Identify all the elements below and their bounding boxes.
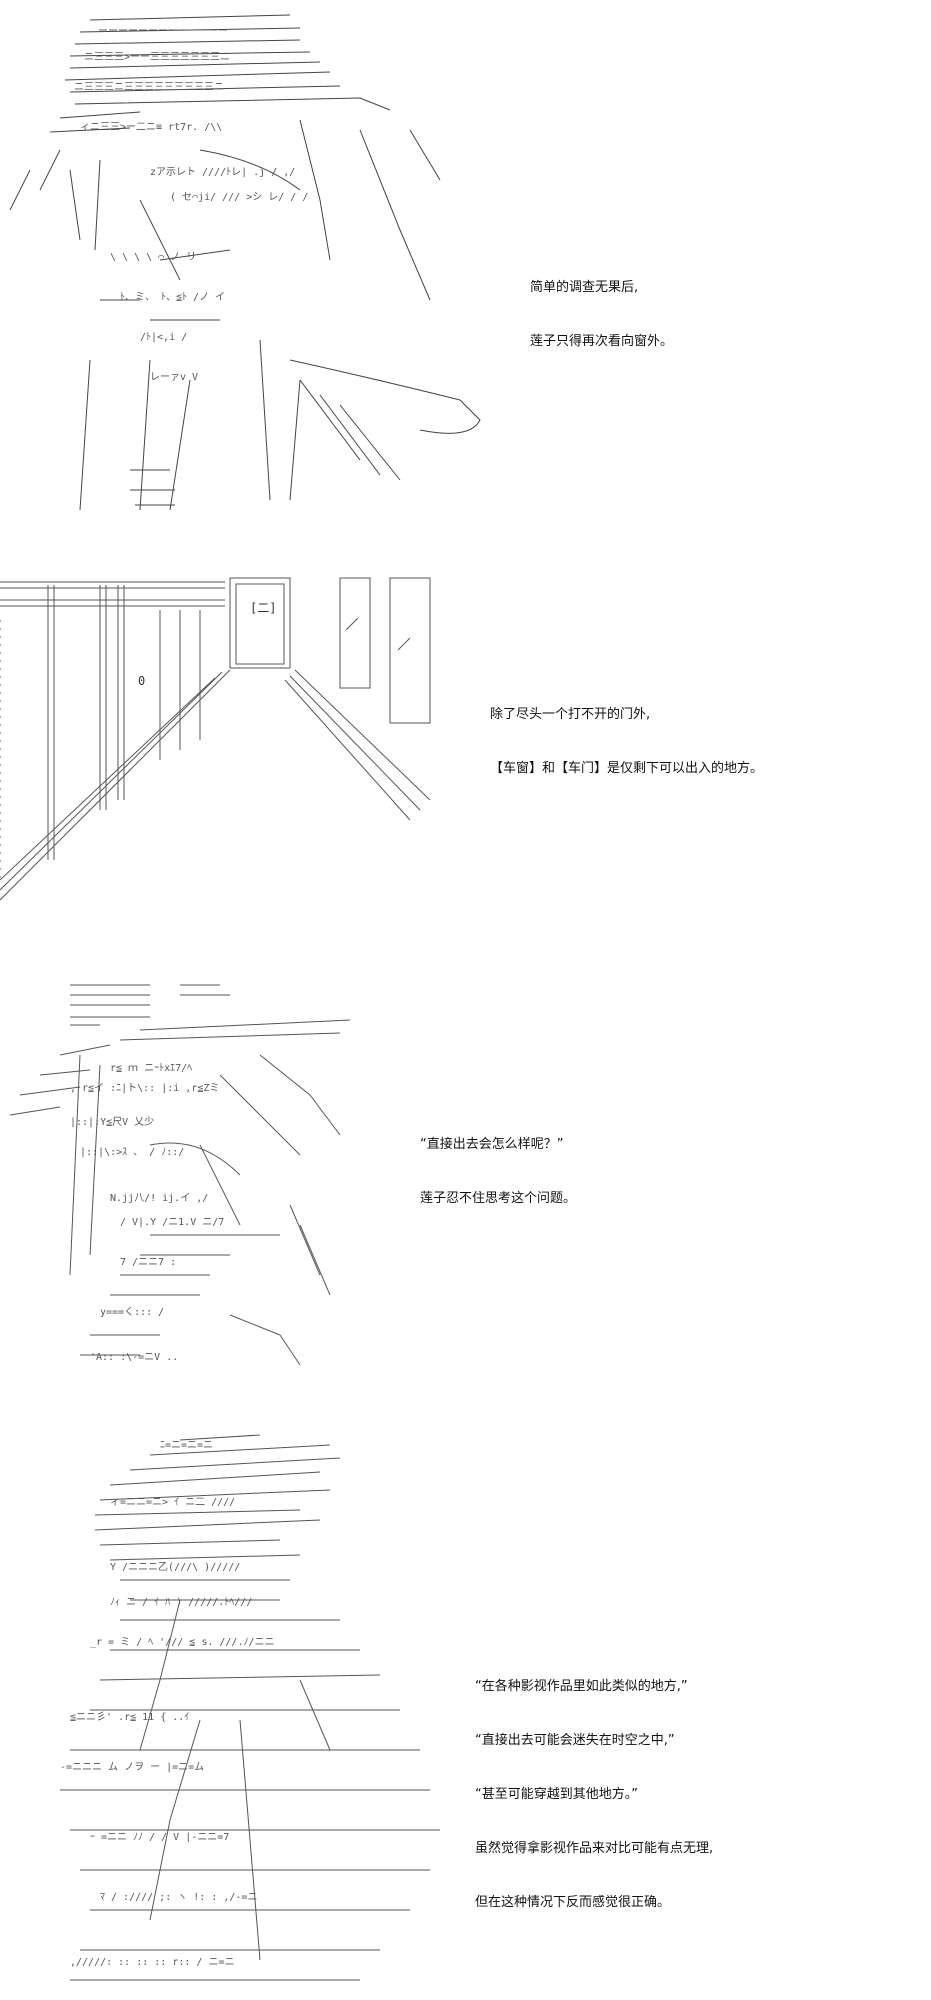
svg-text:zア示レト ////ﾄレ| .j / ,/: zア示レト ////ﾄレ| .j / ,/ <box>150 167 295 178</box>
svg-text:ニ三三三ニ三三三三三三三三三ニ: ニ三三三ニ三三三三三三三三三ニ <box>74 82 224 93</box>
ascii-art-figure-hat: ﾆ=ニ=ニ=ニ ィ=ニニ=ニ> ｲ ニ二 //// Y /ニニニ乙(///\ )… <box>60 1434 440 1981</box>
svg-text:|::|:Y≦尺V 乂少: |::|:Y≦尺V 乂少 <box>70 1116 154 1128</box>
caption-line: 【车窗】和【车门】是仅剩下可以出入的地方。 <box>490 761 764 776</box>
svg-text:'A:: :\-=ニV ..: 'A:: :\-=ニV .. <box>90 1352 178 1363</box>
digit-mark: 0 <box>138 674 145 688</box>
panel-2: [二] 0 除了尽头一个打不开的门外, 【车窗】和【车门】是仅剩下可以出入的地方… <box>0 560 931 940</box>
caption-line: 虽然觉得拿影视作品来对比可能有点无理, <box>475 1841 714 1856</box>
svg-text:( セ⌒ji/ /// >シ レ/ / /: ( セ⌒ji/ /// >シ レ/ / / <box>170 191 308 203</box>
panel-3: r≦ ｍ ニｰﾄxｴ7/ﾍ , r≦イ :ﾆ|ト\:: |:i ,r≦Zミ |:… <box>0 975 931 1395</box>
svg-text:_r = ミ / ﾍ '/// ≦ s. ///.ﾉ/ニ: _r = ミ / ﾍ '/// ≦ s. ///.ﾉ/ニニ <box>90 1637 275 1648</box>
caption-panel-2: 除了尽头一个打不开的门外, 【车窗】和【车门】是仅剩下可以出入的地方。 <box>490 670 763 814</box>
ascii-art-figure-looking: ーーーーーーーーーーーーー ニ三三三>ーー三三三三三三三ニ ニ三三三ニ三三三三三… <box>9 14 481 511</box>
svg-text:-=ニニニ ム ノヲ ー |=ニ=ム: -=ニニニ ム ノヲ ー |=ニ=ム <box>60 1761 204 1773</box>
svg-text:\ \ \ \ ⌒ ノ リ: \ \ \ \ ⌒ ノ リ <box>110 252 196 263</box>
caption-line: “直接出去会怎么样呢？” <box>420 1137 564 1152</box>
caption-line: “直接出去可能会迷失在时空之中,” <box>475 1733 675 1748</box>
caption-line: 但在这种情况下反而感觉很正确。 <box>475 1895 671 1910</box>
caption-line: 莲子忍不住思考这个问题。 <box>420 1191 577 1206</box>
svg-text:N.jj八/! ij.イ ,/: N.jj八/! ij.イ ,/ <box>110 1193 208 1204</box>
caption-panel-4: “在各种影视作品里如此类似的地方,” “直接出去可能会迷失在时空之中,” “甚至… <box>475 1642 713 1948</box>
svg-text:y===く::: /: y===く::: / <box>100 1307 164 1318</box>
svg-text:ィ=ニニ=ニ> ｲ ニ二 ////: ィ=ニニ=ニ> ｲ ニ二 //// <box>110 1497 235 1508</box>
svg-text:ﾏ / ://// ;: ヽ !: : ,/-=ニ: ﾏ / ://// ;: ヽ !: : ,/-=ニ <box>100 1892 257 1903</box>
caption-line: “在各种影视作品里如此类似的地方,” <box>475 1679 688 1694</box>
panel-1: ーーーーーーーーーーーーー ニ三三三>ーー三三三三三三三ニ ニ三三三ニ三三三三三… <box>0 0 931 520</box>
svg-text:r≦ ｍ ニｰﾄxｴ7/ﾍ: r≦ ｍ ニｰﾄxｴ7/ﾍ <box>110 1063 192 1074</box>
caption-panel-1: 简单的调查无果后, 莲子只得再次看向窗外。 <box>530 243 673 387</box>
svg-text:ﾉｨ ニ / ｲ ﾊ ) /////.ﾄﾍ///: ﾉｨ ニ / ｲ ﾊ ) /////.ﾄﾍ/// <box>110 1597 252 1608</box>
svg-text:, r≦イ :ﾆ|ト\:: |:i ,r≦Zミ: , r≦イ :ﾆ|ト\:: |:i ,r≦Zミ <box>70 1083 219 1094</box>
svg-text:/ V|.Y /ニ1.V ニ/7: / V|.Y /ニ1.V ニ/7 <box>120 1217 224 1228</box>
svg-text:ｰ =ニニ ﾉﾉ / / V |-ニニ=7: ｰ =ニニ ﾉﾉ / / V |-ニニ=7 <box>90 1832 229 1843</box>
ascii-art-train-corridor: [二] 0 <box>0 577 431 901</box>
svg-text:ニ三三三>ーー三三三三三三三ニ: ニ三三三>ーー三三三三三三三ニ <box>84 52 230 63</box>
svg-text:/ﾄ|<,i /: /ﾄ|<,i / <box>140 332 187 343</box>
svg-text:ﾄ、ミ、 ﾄ、≦ﾄ /ノ イ: ﾄ、ミ、 ﾄ、≦ﾄ /ノ イ <box>120 292 225 303</box>
caption-line: 除了尽头一个打不开的门外, <box>490 707 651 722</box>
svg-text:ーーーーーーーーーーーーー: ーーーーーーーーーーーーー <box>98 26 228 37</box>
door-sign: [二] <box>250 601 276 615</box>
svg-text:ﾆ=ニ=ニ=ニ: ﾆ=ニ=ニ=ニ <box>160 1440 213 1451</box>
svg-text:7 /ニニ7 :: 7 /ニニ7 : <box>120 1257 176 1268</box>
caption-line: “甚至可能穿越到其他地方。” <box>475 1787 638 1802</box>
svg-text:|::|\:>ｽ 、 / ﾉ::/: |::|\:>ｽ 、 / ﾉ::/ <box>80 1147 184 1158</box>
svg-text:Y /ニニニ乙(///\ )/////: Y /ニニニ乙(///\ )///// <box>110 1561 240 1573</box>
svg-text:≦ニニ彡' .r≦ 11 { ..ｲ: ≦ニニ彡' .r≦ 11 { ..ｲ <box>70 1712 189 1723</box>
panel-4: ﾆ=ニ=ニ=ニ ィ=ニニ=ニ> ｲ ニ二 //// Y /ニニニ乙(///\ )… <box>0 1420 931 2000</box>
caption-line: 简单的调查无果后, <box>530 280 639 295</box>
svg-text:ィニ三三>ー二ニ≡ rt7r. /\\: ィニ三三>ー二ニ≡ rt7r. /\\ <box>80 122 222 133</box>
svg-text:レーァv V: レーァv V <box>150 372 198 383</box>
caption-panel-3: “直接出去会怎么样呢？” 莲子忍不住思考这个问题。 <box>420 1100 576 1244</box>
ascii-art-figure-thinking: r≦ ｍ ニｰﾄxｴ7/ﾍ , r≦イ :ﾆ|ト\:: |:i ,r≦Zミ |:… <box>9 984 351 1366</box>
svg-text:,/////: :: :: :: r:: / ニ=ニ: ,/////: :: :: :: r:: / ニ=ニ <box>70 1957 235 1968</box>
caption-line: 莲子只得再次看向窗外。 <box>530 334 674 349</box>
